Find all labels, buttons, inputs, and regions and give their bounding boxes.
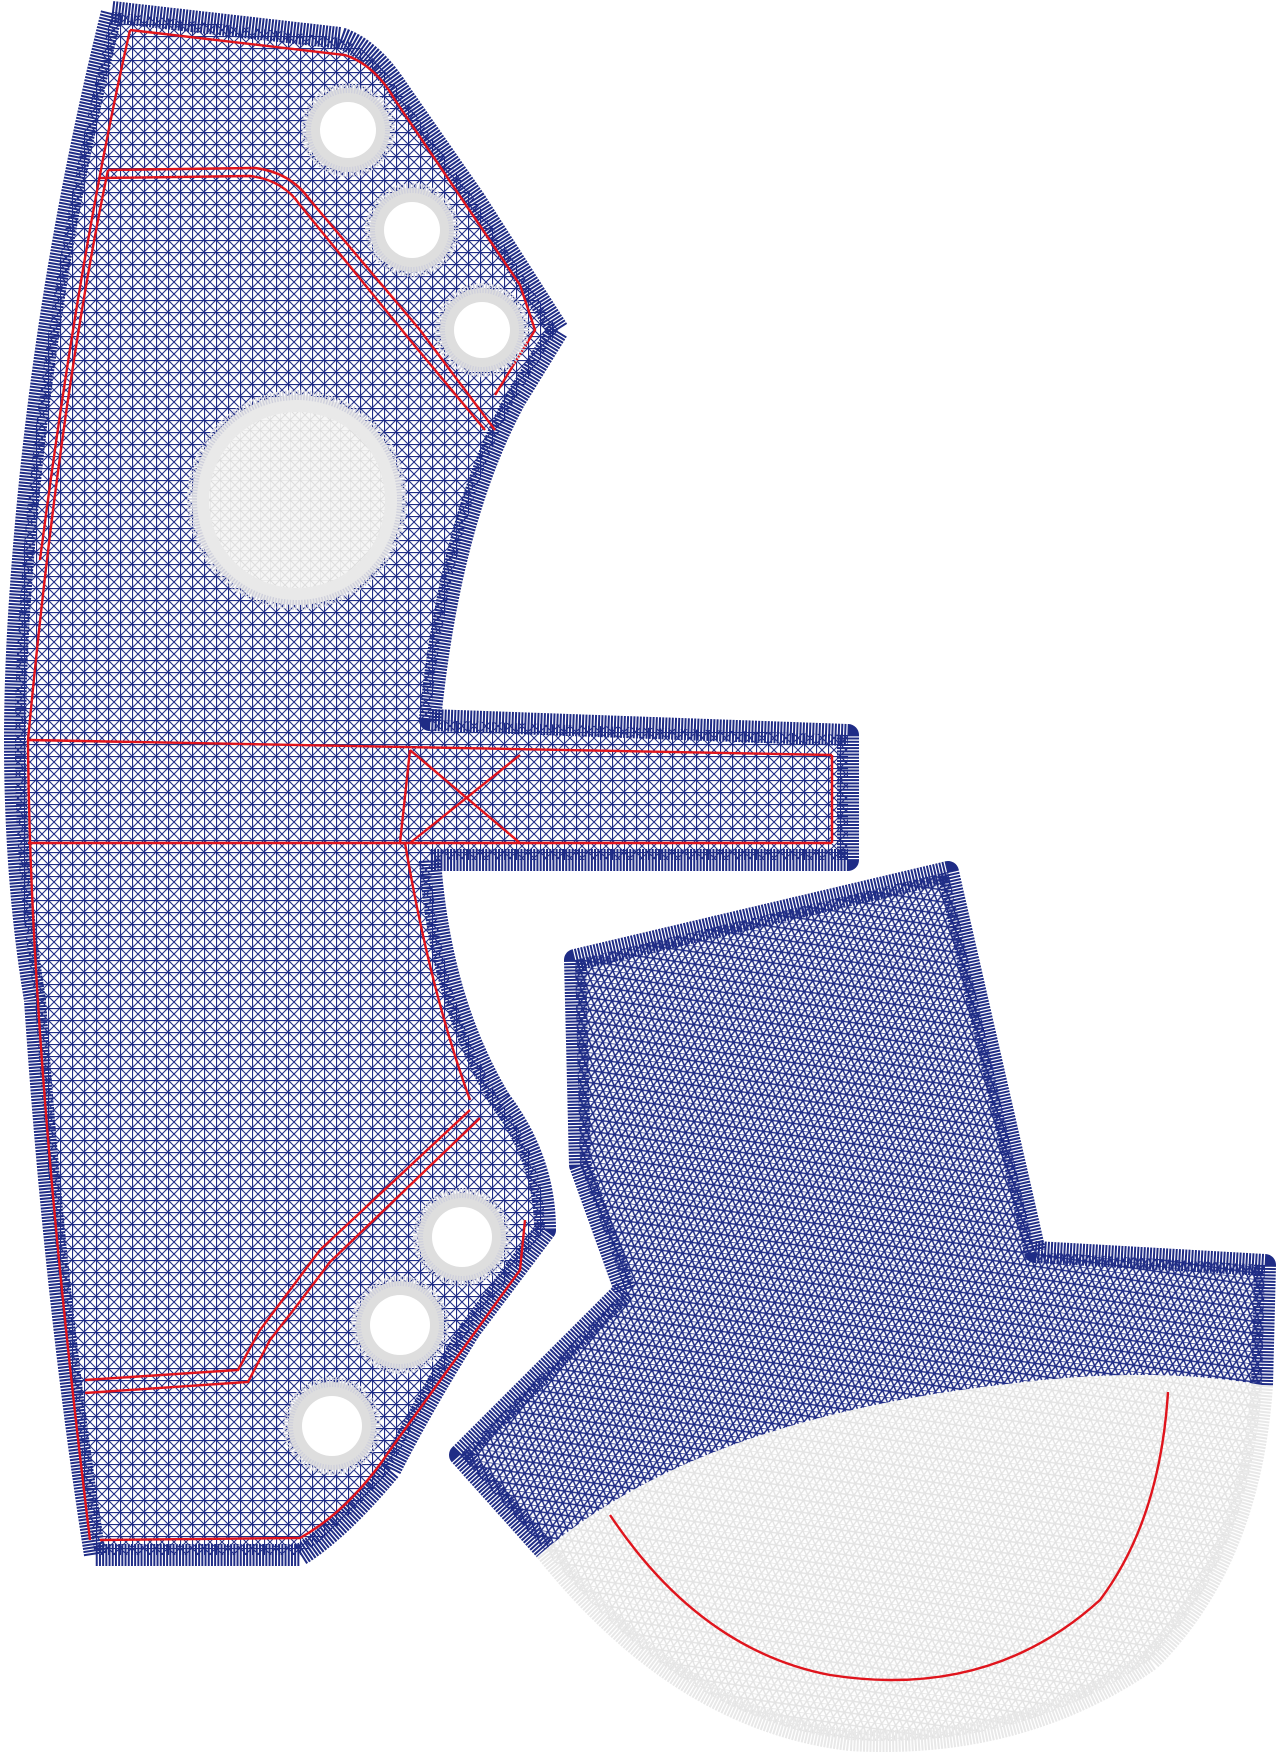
right-panel <box>449 861 1276 1752</box>
hole-1 <box>301 83 395 177</box>
right-panel-mesh <box>460 872 1265 1550</box>
left-panel-seams <box>26 28 834 1542</box>
inner-seam-top-2 <box>99 174 486 431</box>
hole-5 <box>351 1276 449 1374</box>
unmeshed-outline <box>536 1384 1273 1752</box>
left-panel-outline <box>4 1 859 1566</box>
hole-4 <box>413 1188 511 1286</box>
left-edge-seam <box>26 169 110 1541</box>
hole-6 <box>283 1377 381 1475</box>
hole-2 <box>365 183 459 277</box>
large-hole <box>187 390 407 610</box>
unmeshed-region <box>545 1375 1262 1741</box>
left-panel <box>4 1 859 1566</box>
outer-seam <box>129 28 537 396</box>
right-panel-cut-line <box>609 1391 1170 1682</box>
hole-3 <box>435 283 529 377</box>
right-panel-outline <box>449 861 1276 1558</box>
strap-cross-left <box>398 749 412 844</box>
lower-seam-b <box>84 1117 481 1395</box>
inner-seam-top <box>107 166 496 431</box>
strap-cross-a <box>409 749 521 844</box>
bottom-outer-seam <box>99 1219 527 1542</box>
lower-inner-seam <box>403 842 472 1101</box>
left-panel-mesh <box>15 12 848 1555</box>
strap-cross-b <box>409 754 521 844</box>
small-holes <box>283 83 529 1475</box>
lower-seam-a <box>84 1109 471 1382</box>
band-top-line <box>27 738 833 757</box>
outer-left-seam <box>38 29 132 561</box>
